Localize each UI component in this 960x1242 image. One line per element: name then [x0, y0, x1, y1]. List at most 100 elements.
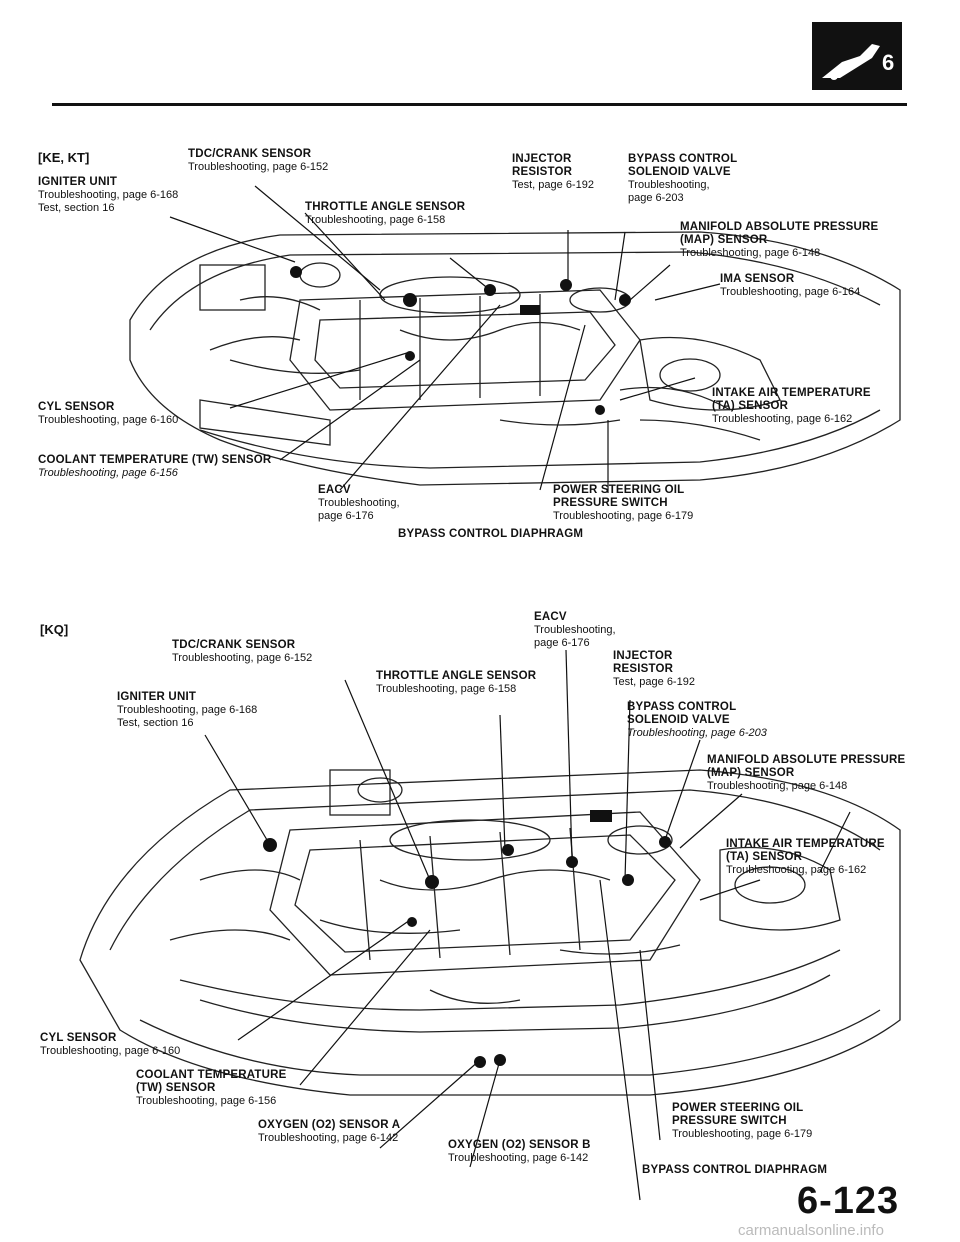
label-text: Test, page 6-192 [613, 676, 695, 688]
label-title: THROTTLE ANGLE SENSOR [376, 670, 537, 682]
label-title: MANIFOLD ABSOLUTE PRESSURE [707, 754, 906, 766]
label-title: INTAKE AIR TEMPERATURE [712, 387, 871, 399]
label-title: SOLENOID VALVE [628, 166, 731, 178]
label-title: THROTTLE ANGLE SENSOR [305, 201, 466, 213]
label-map-sensor: MANIFOLD ABSOLUTE PRESSURE (MAP) SENSOR … [680, 221, 878, 260]
label-text: Troubleshooting, page 6-162 [712, 413, 853, 425]
label-cyl-sensor: CYL SENSOR Troubleshooting, page 6-160 [40, 1032, 180, 1058]
label-text: page 6-203 [628, 192, 684, 204]
label-title: TDC/CRANK SENSOR [188, 148, 312, 160]
label-text: Troubleshooting, page 6-158 [376, 683, 517, 695]
label-igniter-unit: IGNITER UNIT Troubleshooting, page 6-168… [38, 176, 178, 215]
label-text: page 6-176 [318, 510, 374, 522]
label-text: Troubleshooting, page 6-148 [707, 780, 848, 792]
label-power-steering-oil-pressure-switch: POWER STEERING OIL PRESSURE SWITCH Troub… [672, 1102, 812, 1141]
label-text: Troubleshooting, page 6-203 [627, 727, 767, 739]
label-bypass-control-solenoid-valve: BYPASS CONTROL SOLENOID VALVE Troublesho… [628, 153, 737, 205]
label-map-sensor: MANIFOLD ABSOLUTE PRESSURE (MAP) SENSOR … [707, 754, 905, 793]
label-oxygen-sensor-a: OXYGEN (O2) SENSOR A Troubleshooting, pa… [258, 1119, 400, 1145]
label-title: (MAP) SENSOR [680, 234, 768, 246]
label-title: BYPASS CONTROL [628, 153, 738, 165]
label-title: PRESSURE SWITCH [553, 497, 668, 509]
label-text: Troubleshooting, page 6-162 [726, 864, 867, 876]
label-text: Troubleshooting, page 6-179 [553, 510, 694, 522]
label-title: EACV [318, 484, 351, 496]
label-text: Troubleshooting, page 6-142 [258, 1132, 399, 1144]
label-text: Troubleshooting, page 6-168 [117, 704, 258, 716]
page-number: 6-123 [797, 1180, 900, 1222]
label-intake-air-temperature-sensor: INTAKE AIR TEMPERATURE (TA) SENSOR Troub… [712, 387, 871, 426]
label-text: Troubleshooting, page 6-160 [40, 1045, 181, 1057]
label-oxygen-sensor-b: OXYGEN (O2) SENSOR B Troubleshooting, pa… [448, 1139, 591, 1165]
label-throttle-angle-sensor: THROTTLE ANGLE SENSOR Troubleshooting, p… [305, 201, 465, 227]
label-bypass-control-solenoid-valve: BYPASS CONTROL SOLENOID VALVE Troublesho… [627, 701, 767, 740]
label-title: INJECTOR [613, 650, 673, 662]
label-text: Troubleshooting, [534, 624, 616, 636]
section-kq: [KQ] [40, 622, 69, 637]
label-bypass-control-diaphragm: BYPASS CONTROL DIAPHRAGM [398, 528, 583, 541]
label-title: TDC/CRANK SENSOR [172, 639, 296, 651]
label-title: BYPASS CONTROL DIAPHRAGM [398, 528, 584, 540]
watermark: carmanualsonline.info [738, 1222, 884, 1239]
label-text: page 6-176 [534, 637, 590, 649]
label-title: CYL SENSOR [40, 1032, 117, 1044]
label-text: Troubleshooting, page 6-152 [188, 161, 329, 173]
label-text: Troubleshooting, page 6-158 [305, 214, 446, 226]
label-text: Test, section 16 [117, 717, 194, 729]
label-title: BYPASS CONTROL DIAPHRAGM [642, 1164, 828, 1176]
label-coolant-temperature-sensor: COOLANT TEMPERATURE (TW) SENSOR Troubles… [38, 454, 271, 480]
label-title: COOLANT TEMPERATURE [136, 1069, 287, 1081]
label-text: Troubleshooting, page 6-179 [672, 1128, 813, 1140]
fuel-injection-icon: 6 [812, 22, 902, 90]
label-bypass-control-diaphragm: BYPASS CONTROL DIAPHRAGM [642, 1164, 827, 1177]
label-igniter-unit: IGNITER UNIT Troubleshooting, page 6-168… [117, 691, 257, 730]
label-title: IGNITER UNIT [38, 176, 118, 188]
label-text: Troubleshooting, page 6-164 [720, 286, 861, 298]
label-throttle-angle-sensor: THROTTLE ANGLE SENSOR Troubleshooting, p… [376, 670, 536, 696]
label-title: (TW) SENSOR [136, 1082, 216, 1094]
label-text: Troubleshooting, page 6-148 [680, 247, 821, 259]
label-text: Troubleshooting, [318, 497, 400, 509]
section-ke-kt: [KE, KT] [38, 150, 90, 165]
label-text: Troubleshooting, page 6-160 [38, 414, 179, 426]
label-text: Troubleshooting, page 6-156 [38, 467, 178, 479]
label-title: BYPASS CONTROL [627, 701, 737, 713]
label-title: SOLENOID VALVE [627, 714, 730, 726]
label-title: IGNITER UNIT [117, 691, 197, 703]
label-tdc-crank-sensor: TDC/CRANK SENSOR Troubleshooting, page 6… [172, 639, 312, 665]
svg-text:6: 6 [882, 50, 894, 75]
label-text: Test, page 6-192 [512, 179, 594, 191]
label-intake-air-temperature-sensor: INTAKE AIR TEMPERATURE (TA) SENSOR Troub… [726, 838, 885, 877]
label-title: RESISTOR [512, 166, 573, 178]
label-text: Troubleshooting, page 6-156 [136, 1095, 277, 1107]
label-text: Troubleshooting, page 6-168 [38, 189, 179, 201]
label-title: (TA) SENSOR [712, 400, 789, 412]
label-title: CYL SENSOR [38, 401, 115, 413]
label-text: Test, section 16 [38, 202, 115, 214]
label-text: Troubleshooting, page 6-142 [448, 1152, 589, 1164]
label-cyl-sensor: CYL SENSOR Troubleshooting, page 6-160 [38, 401, 178, 427]
label-title: RESISTOR [613, 663, 674, 675]
label-text: Troubleshooting, [628, 179, 710, 191]
label-coolant-temperature-sensor: COOLANT TEMPERATURE (TW) SENSOR Troubles… [136, 1069, 287, 1108]
label-power-steering-oil-pressure-switch: POWER STEERING OIL PRESSURE SWITCH Troub… [553, 484, 693, 523]
label-injector-resistor: INJECTOR RESISTOR Test, page 6-192 [613, 650, 695, 689]
label-ima-sensor: IMA SENSOR Troubleshooting, page 6-164 [720, 273, 860, 299]
label-eacv: EACV Troubleshooting, page 6-176 [318, 484, 400, 523]
label-title: IMA SENSOR [720, 273, 795, 285]
label-text: Troubleshooting, page 6-152 [172, 652, 313, 664]
label-title: EACV [534, 611, 567, 623]
label-title: COOLANT TEMPERATURE (TW) SENSOR [38, 454, 272, 466]
label-title: OXYGEN (O2) SENSOR B [448, 1139, 591, 1151]
label-tdc-crank-sensor: TDC/CRANK SENSOR Troubleshooting, page 6… [188, 148, 328, 174]
label-title: INJECTOR [512, 153, 572, 165]
label-title: MANIFOLD ABSOLUTE PRESSURE [680, 221, 879, 233]
label-title: PRESSURE SWITCH [672, 1115, 787, 1127]
label-eacv: EACV Troubleshooting, page 6-176 [534, 611, 616, 650]
label-title: (TA) SENSOR [726, 851, 803, 863]
label-title: (MAP) SENSOR [707, 767, 795, 779]
label-title: POWER STEERING OIL [553, 484, 685, 496]
header-rule [52, 103, 907, 106]
label-title: POWER STEERING OIL [672, 1102, 804, 1114]
